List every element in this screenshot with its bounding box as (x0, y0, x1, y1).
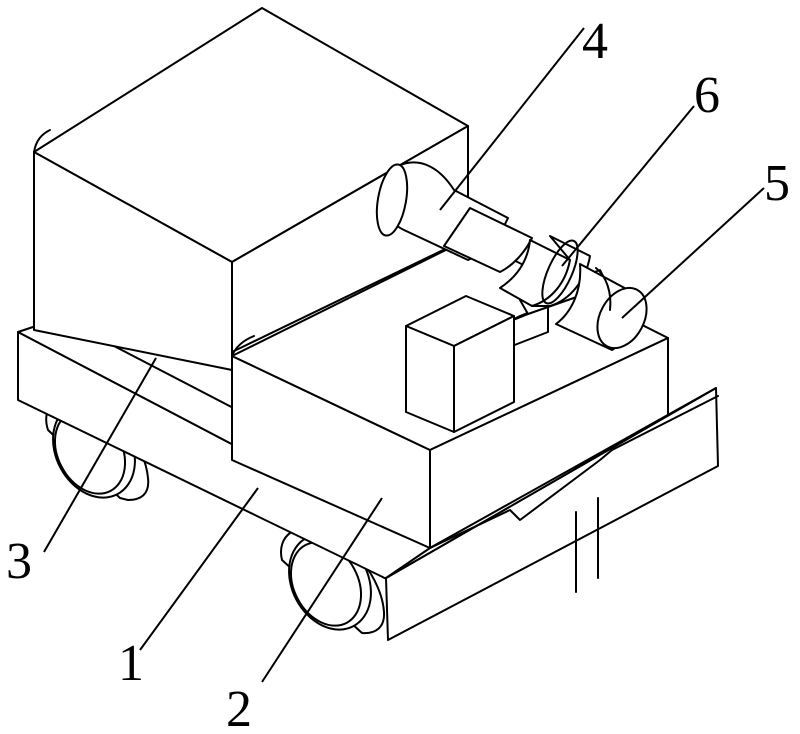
label-2: 2 (226, 681, 252, 734)
label-3: 3 (6, 533, 32, 590)
label-6: 6 (694, 67, 720, 124)
leader-4 (439, 27, 585, 211)
label-5: 5 (764, 155, 790, 212)
leader-2 (261, 497, 383, 683)
label-4: 4 (582, 13, 608, 70)
leader-3 (43, 357, 157, 553)
label-1: 1 (118, 635, 144, 692)
leader-1 (139, 487, 259, 651)
front-bumper (385, 387, 719, 641)
nozzle-assembly (375, 161, 648, 351)
control-box (405, 295, 515, 433)
leader-lines (43, 27, 765, 683)
leader-6 (561, 105, 695, 267)
leader-5 (621, 187, 765, 319)
